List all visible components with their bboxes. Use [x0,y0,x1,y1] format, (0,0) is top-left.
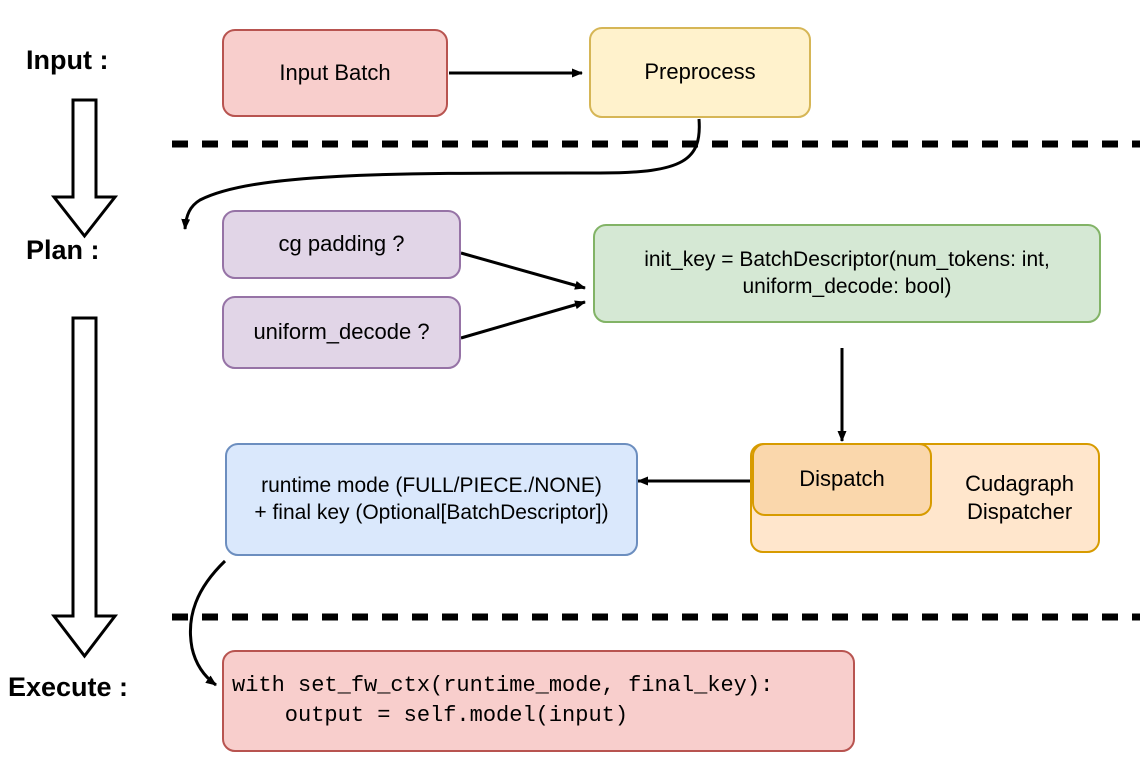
stage-arrow-plan-to-execute [50,316,119,659]
stage-label-input: Input : [26,45,109,75]
node-cg-padding[interactable]: cg padding ? [222,210,461,279]
node-runtime-mode[interactable]: runtime mode (FULL/PIECE./NONE) + final … [225,443,638,556]
arrow-cg-padding-to-init-key [460,251,586,290]
node-input-batch[interactable]: Input Batch [222,29,448,117]
node-init-key[interactable]: init_key = BatchDescriptor(num_tokens: i… [593,224,1101,323]
node-execute-code[interactable]: with set_fw_ctx(runtime_mode, final_key)… [222,650,855,752]
arrow-runtime-mode-to-execute-code [188,559,227,687]
stage-label-plan: Plan : [26,235,100,265]
stage-arrow-input-to-plan [50,98,119,239]
stage-label-execute: Execute : [8,672,129,702]
node-uniform-decode[interactable]: uniform_decode ? [222,296,461,369]
node-dispatch[interactable]: Dispatch [752,443,932,516]
arrow-uniform-decode-to-init-key [460,300,586,340]
node-preprocess[interactable]: Preprocess [589,27,811,118]
